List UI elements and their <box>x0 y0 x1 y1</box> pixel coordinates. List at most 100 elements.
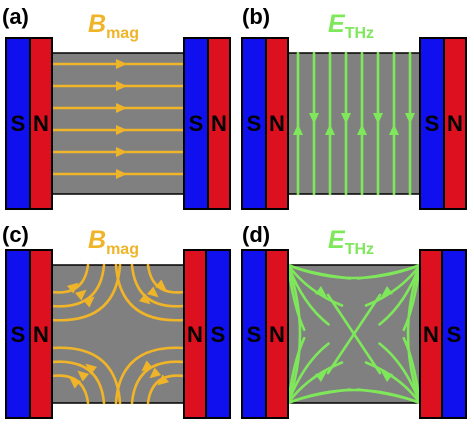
field-line <box>364 263 422 307</box>
field-arrow <box>315 371 327 382</box>
panel-c: (c) Bmag S N N S <box>2 222 231 419</box>
field-line <box>286 263 302 405</box>
panel-b-right-magnet-outer <box>419 37 445 210</box>
field-line <box>402 336 422 405</box>
panel-b-right-pole-1: S <box>425 111 440 136</box>
field-arrow <box>116 125 127 135</box>
field-arrow <box>116 147 127 157</box>
field-line <box>364 361 422 405</box>
field-line <box>286 336 306 405</box>
panel-a-field-subscript: mag <box>106 25 139 42</box>
field-line <box>286 263 352 280</box>
panel-a-right-pole-1: S <box>189 111 204 136</box>
panel-d-left-pole-1: S <box>247 322 262 347</box>
field-line <box>50 263 90 294</box>
panel-d-field-symbol: E <box>328 226 346 254</box>
panel-c-label: (c) <box>2 222 29 247</box>
panel-d-right-pole-2: S <box>447 322 462 347</box>
panel-b: (b) ETHz S N S N <box>241 4 467 210</box>
panel-b-left-magnet-inner <box>265 37 289 210</box>
panel-a-field-title: Bmag <box>88 10 139 42</box>
panel-b-left-pole-2: N <box>269 111 285 136</box>
field-arrow <box>77 370 90 382</box>
panel-c-field-lines <box>50 263 186 405</box>
panel-b-right-magnet-inner <box>443 37 467 210</box>
panel-b-label: (b) <box>242 4 270 29</box>
panel-c-right-magnet-outer <box>205 249 231 419</box>
field-line <box>402 263 422 332</box>
field-arrow <box>69 377 82 389</box>
panel-c-field-title: Bmag <box>88 226 139 258</box>
field-arrow <box>138 293 151 305</box>
field-arrow <box>341 113 351 124</box>
panel-c-right-pole-2: S <box>211 322 226 347</box>
panel-a-left-pole-2: N <box>33 111 49 136</box>
field-line <box>130 360 186 405</box>
panel-b-gap <box>287 52 421 195</box>
field-arrow <box>82 296 95 308</box>
field-arrow <box>325 124 335 135</box>
field-arrow <box>116 81 127 91</box>
field-arrow <box>74 289 87 301</box>
field-line <box>286 263 344 307</box>
panel-b-field-subscript: THz <box>345 25 374 42</box>
panel-b-field-symbol: E <box>328 10 346 38</box>
field-arrow <box>85 363 98 375</box>
field-line <box>326 293 382 375</box>
panel-a-right-magnet-inner <box>207 37 231 210</box>
field-arrow <box>146 286 159 298</box>
field-line <box>286 263 330 326</box>
panel-b-field-title: ETHz <box>328 10 374 42</box>
panel-d-left-magnet-inner <box>265 249 289 419</box>
field-line <box>286 361 344 405</box>
field-line <box>286 342 330 405</box>
field-line <box>406 263 422 405</box>
field-line <box>378 342 422 405</box>
field-line <box>146 374 186 405</box>
field-arrow <box>141 360 154 372</box>
panel-a-right-magnet-outer <box>183 37 209 210</box>
field-line <box>286 263 306 332</box>
panel-c-right-pole-1: N <box>187 322 203 347</box>
panel-c-left-pole-2: N <box>33 322 49 347</box>
field-arrow <box>293 124 303 135</box>
panel-d-field-subscript: THz <box>345 241 374 258</box>
field-arrow <box>357 124 367 135</box>
panel-d-field-lines <box>286 263 422 405</box>
panel-a-field-symbol: B <box>88 10 106 38</box>
panel-a-field-lines <box>50 59 186 179</box>
panel-a-label: (a) <box>2 4 29 29</box>
field-arrow <box>66 282 79 294</box>
field-arrow <box>157 374 170 386</box>
panel-d-right-magnet-outer <box>441 249 467 419</box>
panel-d: (d) ETHz S N N S <box>241 222 467 419</box>
field-arrow <box>116 103 127 113</box>
panel-a-right-pole-2: N <box>211 111 227 136</box>
field-arrow <box>309 113 319 124</box>
field-line <box>356 263 422 280</box>
field-arrow <box>116 59 127 69</box>
panel-a-left-magnet-outer <box>5 37 31 210</box>
field-arrow <box>389 124 399 135</box>
field-line <box>114 346 186 405</box>
panel-d-field-title: ETHz <box>328 226 374 258</box>
field-arrow <box>315 286 327 297</box>
panel-a: (a) Bmag S N S N <box>2 4 231 210</box>
field-line <box>50 263 106 308</box>
field-arrow <box>381 371 394 383</box>
panel-a-left-magnet-inner <box>29 37 53 210</box>
field-arrow <box>116 169 127 179</box>
field-line <box>114 263 186 322</box>
field-line <box>378 263 422 326</box>
panel-b-field-lines <box>293 51 415 196</box>
field-line <box>356 388 422 405</box>
panel-c-left-pole-1: S <box>11 322 26 347</box>
panel-c-field-subscript: mag <box>106 241 139 258</box>
panel-d-left-pole-2: N <box>269 322 285 347</box>
field-arrow <box>154 279 167 291</box>
panel-b-right-pole-2: N <box>447 111 463 136</box>
panel-c-left-magnet-inner <box>29 249 53 419</box>
panel-b-left-pole-1: S <box>247 111 262 136</box>
field-arrow <box>149 367 162 379</box>
